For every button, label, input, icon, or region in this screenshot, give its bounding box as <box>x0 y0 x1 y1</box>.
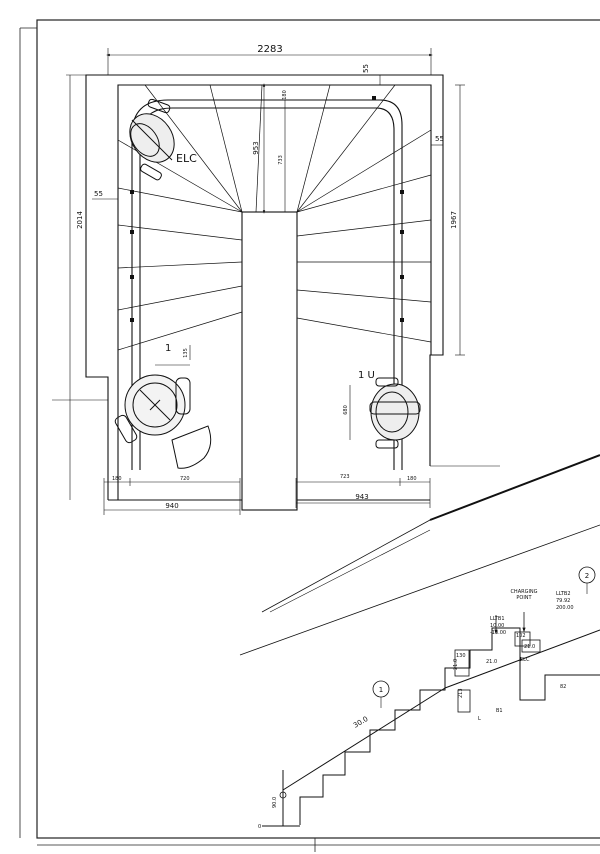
dim-943: 943 <box>355 493 368 501</box>
dim-small-135: 135 <box>183 348 189 358</box>
plan-dimension-lines <box>52 48 500 515</box>
chair-bottom-right-icon <box>369 377 421 449</box>
label-82: 82 <box>560 684 566 690</box>
svg-text:1: 1 <box>379 686 383 694</box>
chair-top-left-icon <box>129 98 175 181</box>
label-90: 90.0 <box>272 797 278 808</box>
dim-overall-width: 2283 <box>257 44 282 55</box>
dim-left-margin: 55 <box>94 190 103 198</box>
lltb2-v1: 79.92 <box>556 598 570 604</box>
dim-top-margin: 55 <box>362 64 370 73</box>
label-b1: B1 <box>496 708 503 714</box>
dim-right-margin: 55 <box>435 135 444 143</box>
dim-180-left: 180 <box>112 476 122 482</box>
label-elc: ELC <box>520 657 530 663</box>
dim-180-right: 180 <box>407 476 417 482</box>
label-30: 30.0 <box>352 715 370 730</box>
label-chair-1u: 1 U <box>358 370 375 381</box>
label-elc: ELC <box>176 152 197 165</box>
lltb2-v2: 200.00 <box>556 605 574 611</box>
callout-2: 2 <box>578 566 596 594</box>
lltb1-v1: 10.00 <box>490 623 504 629</box>
drawing-frame <box>19 19 600 852</box>
label-213: 213 <box>458 688 464 698</box>
charging-point-line1: CHARGING <box>510 589 537 595</box>
dim-right-height: 1967 <box>450 211 458 229</box>
elevation-details <box>279 612 541 799</box>
lltb1-name: LLTB1 <box>490 616 505 622</box>
rail-brackets <box>130 96 404 322</box>
dim-tread: 733 <box>278 155 284 165</box>
label-130: 130 <box>456 653 466 659</box>
label-21-a: 21.0 <box>486 659 497 665</box>
label-l: L <box>478 716 481 722</box>
chair-bottom-left-icon <box>114 374 212 469</box>
elevation-lines <box>239 454 600 656</box>
label-chair-1: 1 <box>165 343 171 354</box>
step-profile <box>299 627 600 825</box>
dim-720: 720 <box>180 476 190 482</box>
label-zero: 0 <box>258 824 261 830</box>
svg-text:2: 2 <box>585 572 589 580</box>
label-21-b: 21.0 <box>453 659 459 670</box>
dim-680: 680 <box>343 405 349 415</box>
dim-723: 723 <box>340 474 350 480</box>
dim-top-gap: 180 <box>282 90 288 100</box>
charging-point-line2: POINT <box>516 595 532 601</box>
dim-940: 940 <box>165 502 178 510</box>
dim-flight-length: 953 <box>252 141 260 154</box>
label-102: 102 <box>516 633 526 639</box>
stair-plan: 2283 55 55 55 953 733 180 2014 1967 135 … <box>52 44 500 515</box>
callout-1: 1 <box>372 680 390 708</box>
lltb2-name: LLTB2 <box>556 591 571 597</box>
lltb1-v2: -10.00 <box>490 630 506 636</box>
dim-left-height: 2014 <box>76 211 84 229</box>
stair-elevation: 1 2 CHARGING POINT LLTB1 10.00 -10.00 LL… <box>239 454 600 830</box>
label-21-c: 21.0 <box>524 644 535 650</box>
